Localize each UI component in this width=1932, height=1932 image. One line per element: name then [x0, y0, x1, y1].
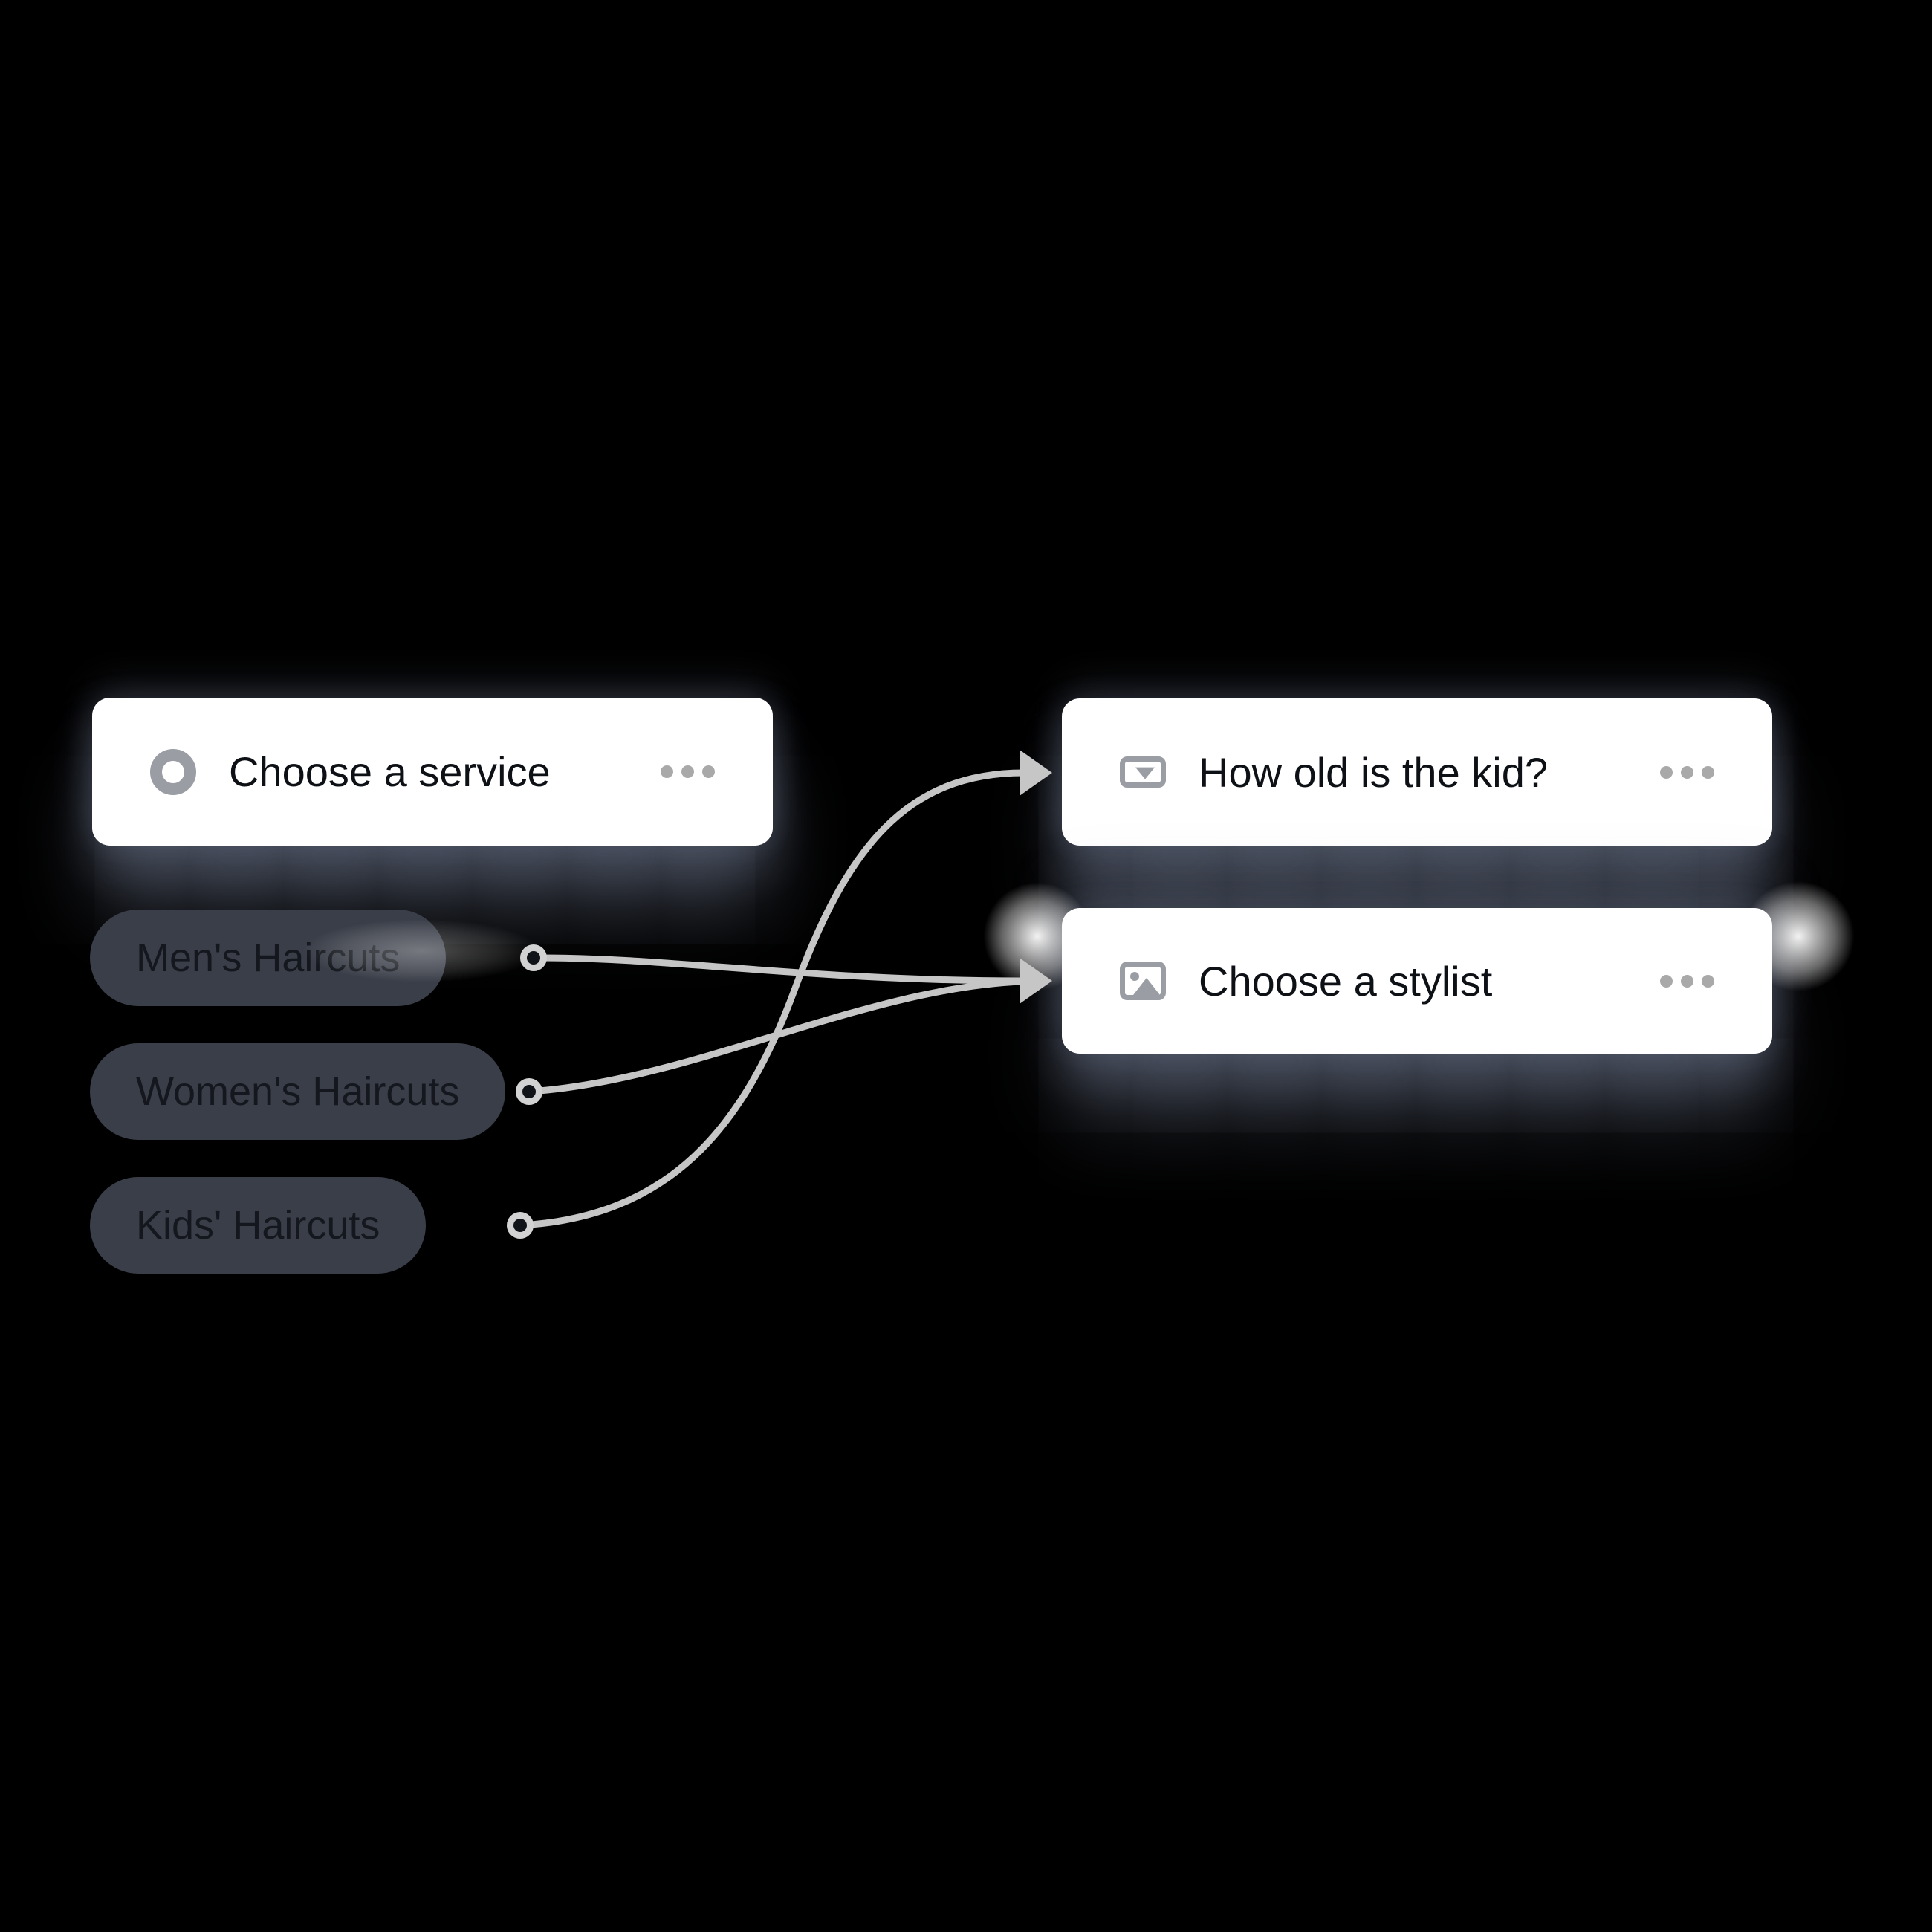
- image-icon: [1120, 962, 1166, 1000]
- node-how-old-is-the-kid[interactable]: How old is the kid?: [1062, 698, 1772, 846]
- more-options-icon[interactable]: [661, 765, 715, 778]
- option-kids-haircuts[interactable]: Kids' Haircuts: [90, 1177, 427, 1274]
- dropdown-field-icon: [1120, 756, 1166, 788]
- more-options-icon[interactable]: [1660, 974, 1714, 988]
- option-label: Men's Haircuts: [136, 936, 401, 980]
- arrowhead-icon: [1020, 958, 1052, 1004]
- target-icon: [150, 748, 196, 795]
- connection-port-mens[interactable]: [520, 944, 547, 971]
- connector-mens-to-stylist: [530, 954, 1025, 985]
- node-title: How old is the kid?: [1199, 748, 1549, 796]
- node-choose-a-stylist[interactable]: Choose a stylist: [1062, 908, 1772, 1054]
- option-mens-haircuts[interactable]: Men's Haircuts: [90, 910, 447, 1006]
- node-choose-a-service[interactable]: Choose a service: [92, 698, 773, 846]
- node-title: Choose a stylist: [1199, 957, 1493, 1005]
- node-title: Choose a service: [229, 748, 551, 795]
- more-options-icon[interactable]: [1660, 765, 1714, 779]
- option-womens-haircuts[interactable]: Women's Haircuts: [90, 1043, 506, 1140]
- connector-womens-to-stylist: [525, 978, 1025, 1095]
- option-label: Kids' Haircuts: [136, 1203, 380, 1248]
- connection-port-kids[interactable]: [507, 1212, 534, 1239]
- option-label: Women's Haircuts: [136, 1069, 460, 1114]
- arrowhead-icon: [1020, 750, 1052, 796]
- connection-port-womens[interactable]: [516, 1078, 542, 1105]
